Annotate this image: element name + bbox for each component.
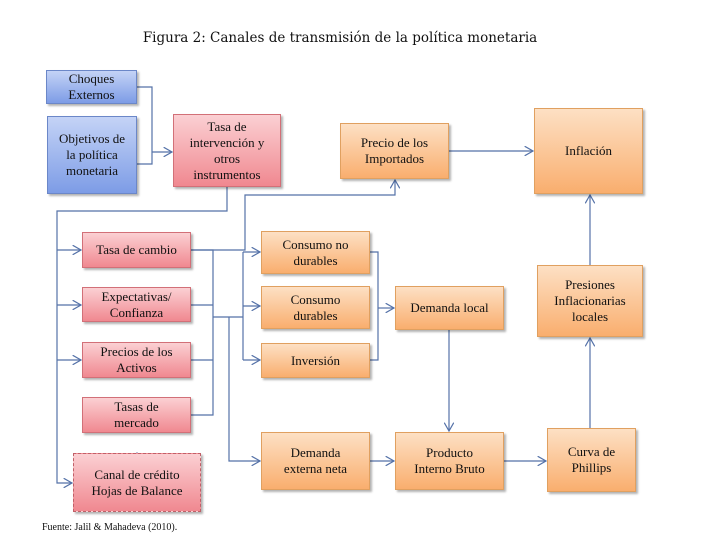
- box-tasa-intervencion: Tasa de intervención y otros instrumento…: [173, 114, 281, 187]
- inputs-connector: [137, 86, 153, 165]
- arrow-to-importados: [191, 180, 395, 251]
- box-tasa-cambio: Tasa de cambio: [82, 232, 191, 268]
- box-choques-externos: Choques Externos: [46, 70, 137, 104]
- box-presiones-inflacionarias: Presiones Inflacionarias locales: [537, 265, 643, 337]
- box-expectativas: Expectativas/ Confianza: [82, 287, 191, 322]
- box-curva-phillips: Curva de Phillips: [547, 428, 636, 492]
- box-tasas-mercado: Tasas de mercado: [82, 397, 191, 433]
- box-consumo-durables: Consumo durables: [261, 286, 370, 329]
- box-pib: Producto Interno Bruto: [395, 432, 504, 490]
- box-inversion: Inversión: [261, 343, 370, 378]
- figure-title: Figura 2: Canales de transmisión de la p…: [142, 30, 538, 46]
- source-note: Fuente: Jalil & Mahadeva (2010).: [42, 522, 178, 533]
- box-objetivos: Objetivos de la política monetaria: [47, 116, 137, 194]
- box-demanda-externa: Demanda externa neta: [261, 432, 370, 490]
- box-demanda-local: Demanda local: [395, 286, 504, 330]
- box-inflacion: Inflación: [534, 108, 643, 194]
- box-canal-credito: Canal de crédito Hojas de Balance: [73, 453, 201, 512]
- box-precios-activos: Precios de los Activos: [82, 342, 191, 378]
- box-precio-importados: Precio de los Importados: [340, 123, 449, 179]
- box-consumo-no-durables: Consumo no durables: [261, 231, 370, 274]
- intervencion-trunk: [56, 187, 228, 483]
